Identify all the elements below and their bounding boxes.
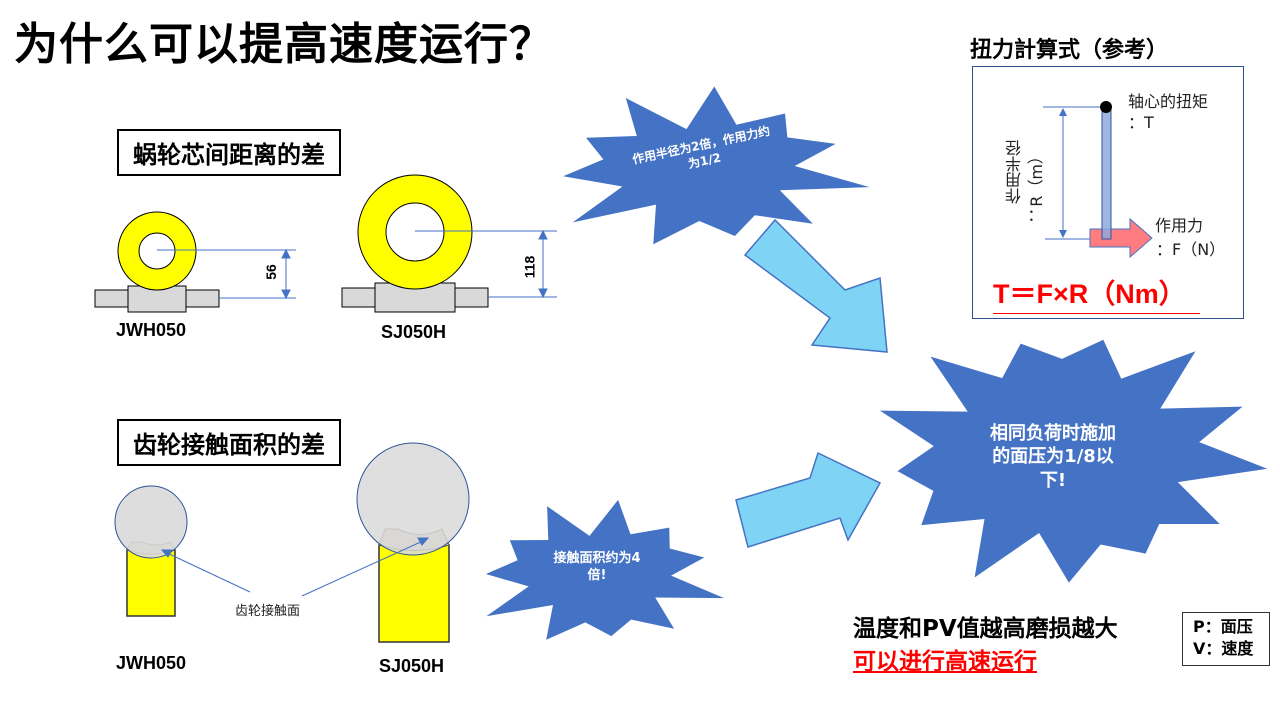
dimension-label-118: 118 — [521, 255, 538, 279]
axis-torque-label: 轴心的扭矩 — [1128, 92, 1209, 111]
contact-surface-label: 齿轮接触面 — [235, 604, 301, 619]
torque-title: 扭力計算式（参考） — [970, 38, 1169, 63]
legend-v: V：速度 — [1193, 639, 1254, 659]
burst-pressure — [880, 339, 1268, 583]
model-label-sj050h-2: SJ050H — [379, 656, 445, 676]
page-title: 为什么可以提高速度运行？ — [14, 19, 554, 70]
force-symbol: ：F（N） — [1156, 240, 1226, 259]
burst-area — [485, 499, 725, 640]
dimension-56 — [157, 248, 296, 300]
section-label-contact-area: 齿轮接触面积的差 — [117, 419, 341, 466]
burst-area-text: 接触面积约为4倍! — [553, 551, 641, 583]
burst-radius — [563, 86, 870, 245]
radius-label: 作用半径 — [1005, 140, 1024, 204]
conclusion-line2: 可以进行高速运行 — [853, 649, 1037, 675]
dimension-118 — [415, 229, 557, 299]
model-label-jwh050-2: JWH050 — [116, 653, 187, 673]
torque-formula: T＝F×R（Nm） — [993, 272, 1200, 314]
pv-legend: P：面压 V：速度 — [1182, 612, 1270, 666]
model-label-sj050h: SJ050H — [381, 322, 447, 342]
legend-p: P：面压 — [1193, 617, 1253, 636]
torque-diagram — [1043, 101, 1153, 259]
arrow-right — [735, 451, 882, 548]
worm-gear-sj050h — [341, 174, 489, 313]
force-label: 作用力 — [1155, 216, 1204, 235]
tooth-sj050h — [356, 442, 470, 643]
radius-symbol: ：R（m） — [1027, 148, 1046, 223]
worm-gear-jwh050 — [94, 211, 220, 313]
burst-pressure-text: 相同负荷时施加的面压为1/8以下! — [990, 423, 1116, 491]
conclusion-line1: 温度和PV值越高磨损越大 — [853, 616, 1118, 642]
tooth-jwh050 — [114, 485, 188, 617]
contact-pointers — [160, 537, 430, 597]
dimension-label-56: 56 — [262, 264, 279, 280]
axis-torque-symbol: ：T — [1128, 113, 1154, 132]
arrow-down-right — [743, 218, 888, 353]
torque-box — [972, 66, 1244, 319]
section-label-center-distance: 蜗轮芯间距离的差 — [117, 129, 341, 176]
model-label-jwh050: JWH050 — [116, 320, 187, 340]
